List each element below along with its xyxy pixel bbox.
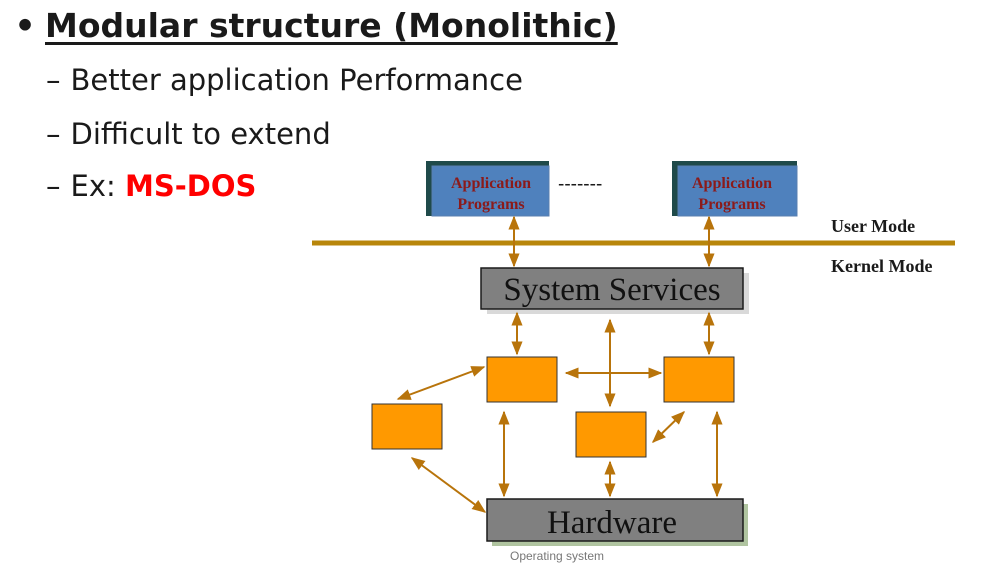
- dash: –: [46, 169, 61, 203]
- module-box-center: [575, 411, 647, 458]
- example-prefix: Ex:: [70, 169, 125, 203]
- app-label-line2: Programs: [457, 196, 524, 213]
- system-services-box: System Services: [480, 267, 749, 314]
- footer-text: Operating system: [510, 549, 605, 563]
- dash: –: [46, 117, 61, 151]
- app-box: [677, 165, 798, 217]
- arrow-module-left-to-module-top-left: [396, 366, 486, 400]
- app-label-line2: Programs: [698, 196, 765, 213]
- module-box-top-right: [663, 356, 735, 403]
- arrow-module-center-to-module-right: [651, 411, 686, 443]
- kernel-mode-label: Kernel Mode: [831, 256, 932, 276]
- arrow-module-left-to-hardware: [410, 457, 487, 513]
- slide-title: Modular structure (Monolithic): [45, 6, 618, 45]
- system-services-label: System Services: [503, 272, 720, 308]
- main-bullet: •Modular structure (Monolithic): [5, 0, 618, 52]
- example-highlight: MS-DOS: [124, 169, 257, 203]
- app-label-line1: Application: [692, 175, 772, 192]
- box: [480, 267, 744, 310]
- app-programs-right: Application Programs: [672, 161, 798, 217]
- user-mode-label: User Mode: [831, 216, 915, 236]
- app-programs-left: Application Programs: [426, 161, 550, 217]
- sub-point-performance: –Better application Performance: [46, 60, 523, 100]
- sub-point-text: Better application Performance: [70, 63, 523, 97]
- sub-point-text: Difficult to extend: [70, 117, 331, 151]
- box: [486, 498, 744, 542]
- sub-point-extend: –Difficult to extend: [46, 114, 331, 154]
- hardware-box: Hardware: [486, 498, 748, 546]
- module-box-left: [371, 403, 443, 450]
- bullet-dot: •: [14, 6, 36, 45]
- sub-point-example: –Ex: MS-DOS: [46, 166, 256, 206]
- connector-arrows: [396, 215, 723, 513]
- app-box: [431, 165, 550, 217]
- app-separator-dashes: -------: [558, 174, 602, 195]
- module-box-top-left: [486, 356, 558, 403]
- app-label-line1: Application: [451, 175, 531, 192]
- dash: –: [46, 63, 61, 97]
- hardware-label: Hardware: [547, 505, 677, 541]
